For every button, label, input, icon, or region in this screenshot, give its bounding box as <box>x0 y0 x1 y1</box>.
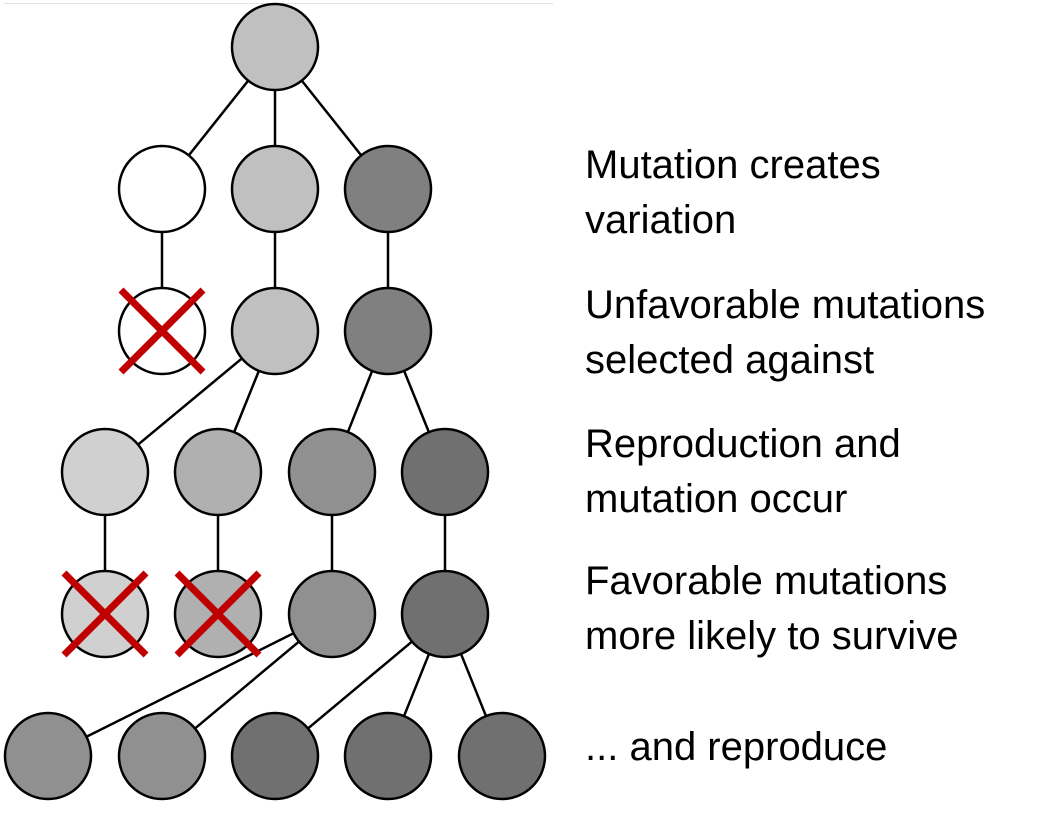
organism-node-g4-c <box>287 569 377 659</box>
tree-edge-g4-c-g5-b <box>194 640 300 730</box>
tree-edge-g4-d-g5-e <box>459 653 488 717</box>
organism-node-g1-a <box>117 144 207 234</box>
eliminated-x-icon <box>118 287 206 375</box>
eliminated-x-icon <box>174 570 262 658</box>
tree-edge-g2-b-g3-b <box>232 370 261 433</box>
organism-node-g3-b <box>173 427 263 517</box>
caption-reproduction-and-mutation: Reproduction and mutation occur <box>585 422 901 521</box>
organism-node-g0-a <box>230 2 320 92</box>
organism-node-g5-a <box>3 711 93 801</box>
caption-and-reproduce: ... and reproduce <box>585 725 888 769</box>
organism-node-g1-b <box>230 144 320 234</box>
organism-node-g2-c <box>343 286 433 376</box>
organism-node-g3-d <box>400 427 490 517</box>
x-stroke-2 <box>174 570 262 658</box>
organism-node-g5-b <box>117 711 207 801</box>
evolution-tree-diagram <box>3 2 547 801</box>
organism-node-g2-b <box>230 286 320 376</box>
caption-favorable-survive: Favorable mutations more likely to survi… <box>585 559 959 658</box>
tree-edge-g2-c-g3-d <box>402 370 431 433</box>
tree-edge-g0-a-g1-c <box>300 79 363 157</box>
organism-node-g5-c <box>230 711 320 801</box>
tree-edge-g2-c-g3-c <box>346 370 374 433</box>
eliminated-x-icon <box>61 570 149 658</box>
tree-nodes <box>3 2 547 801</box>
organism-node-g3-c <box>287 427 377 517</box>
tree-edge-g2-b-g3-a <box>137 357 243 446</box>
organism-node-g5-e <box>457 711 547 801</box>
organism-node-g3-a <box>60 427 150 517</box>
organism-node-g5-d <box>343 711 433 801</box>
organism-node-g1-c <box>343 144 433 234</box>
caption-unfavorable-selected-against: Unfavorable mutations selected against <box>585 283 986 382</box>
caption-mutation-creates-variation: Mutation creates variation <box>585 143 881 242</box>
elimination-marks <box>61 287 262 658</box>
tree-edge-g0-a-g1-a <box>187 79 250 157</box>
tree-edge-g4-d-g5-d <box>402 653 431 717</box>
x-stroke-2 <box>61 570 149 658</box>
tree-edges <box>85 79 488 738</box>
tree-edge-g4-d-g5-c <box>307 640 413 730</box>
x-stroke-2 <box>118 287 206 375</box>
organism-node-g4-d <box>400 569 490 659</box>
